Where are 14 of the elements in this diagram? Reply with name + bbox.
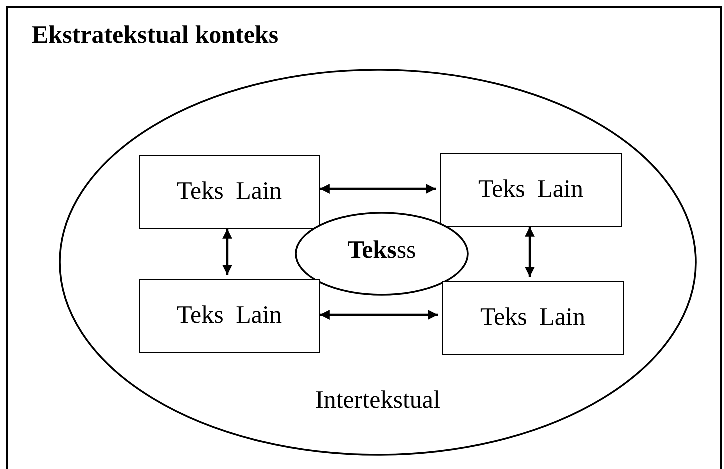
context-frame [6,6,722,469]
text-ellipse [296,213,468,295]
text-box: Teks Lain [139,155,320,229]
double-arrow [320,310,438,320]
text-box: Teks Lain [440,153,622,227]
text-box: Teks Lain [139,279,320,353]
double-arrow [525,227,535,277]
text-box: Teks Lain [442,281,624,355]
double-arrow [222,229,232,275]
double-arrow [320,184,436,194]
frame-heading: Ekstratekstual konteks [32,22,279,50]
ellipse-label: Teksss [346,237,418,265]
intertext-ellipse [60,70,696,455]
ellipse-label: Intertekstual [314,387,442,415]
